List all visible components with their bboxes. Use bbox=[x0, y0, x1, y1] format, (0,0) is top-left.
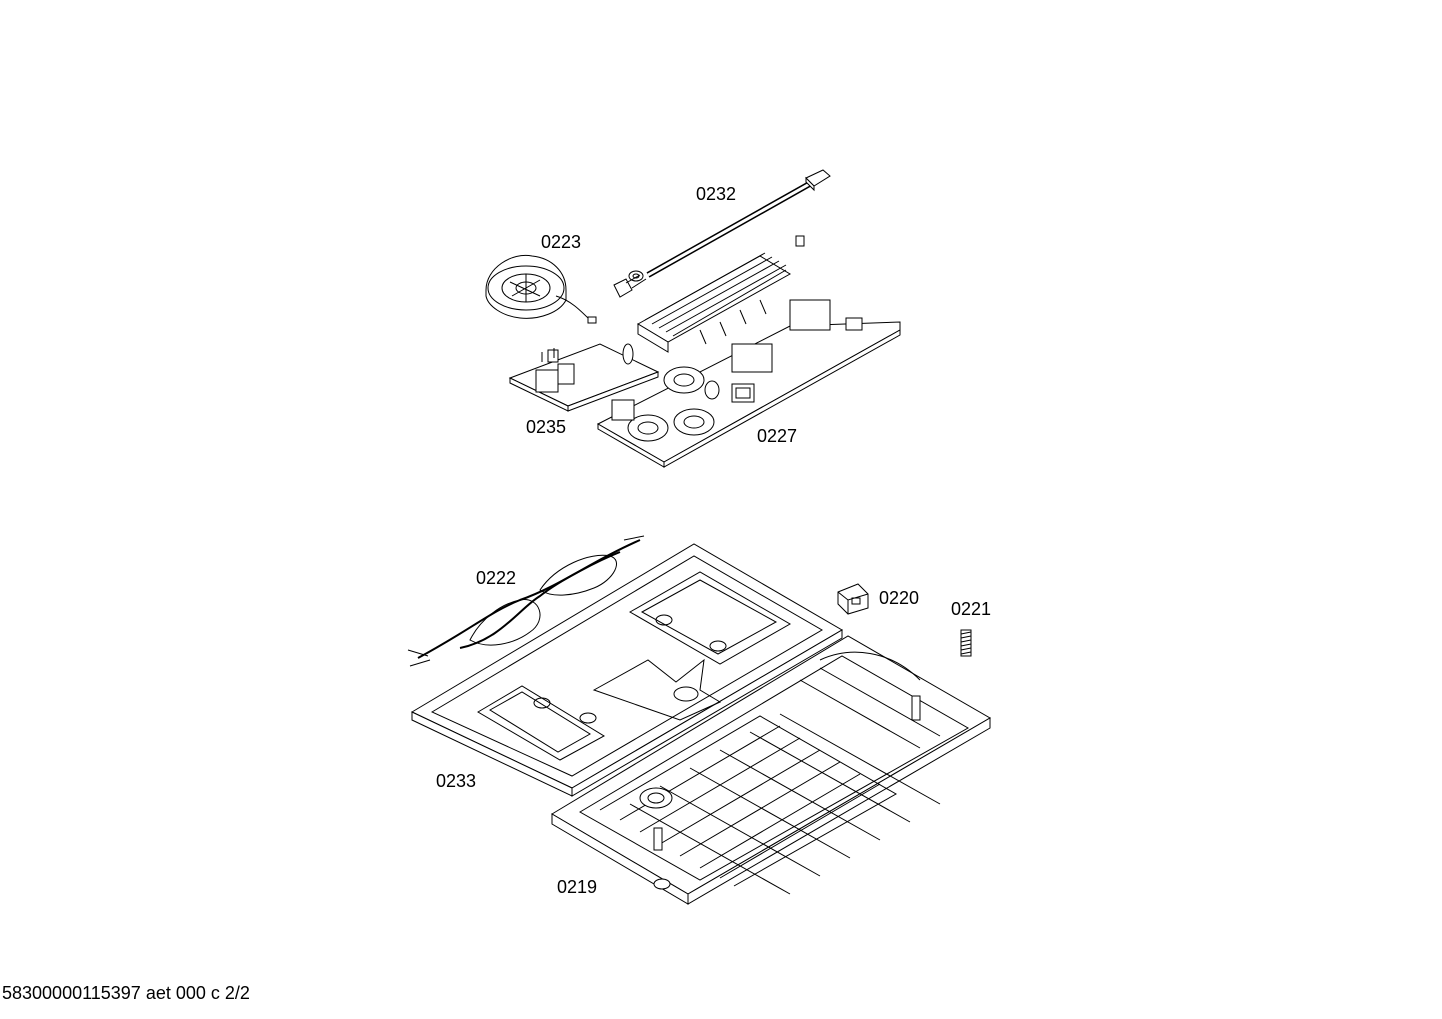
part-0221-spring bbox=[961, 630, 971, 656]
part-0235-relay-board bbox=[510, 344, 658, 411]
part-0232-cable bbox=[614, 170, 830, 297]
part-label-0219: 0219 bbox=[557, 877, 598, 897]
part-label-0232: 0232 bbox=[696, 184, 737, 204]
part-0219-housing bbox=[552, 636, 990, 904]
part-0227-main-pcb bbox=[598, 236, 900, 467]
part-label-0221: 0221 bbox=[951, 599, 992, 619]
drawing-id: 58300000115397 aet 000 c 2/2 bbox=[2, 983, 250, 1003]
part-label-0220: 0220 bbox=[879, 588, 920, 608]
part-label-0223: 0223 bbox=[541, 232, 582, 252]
part-0222-wire bbox=[408, 536, 644, 666]
part-label-0233: 0233 bbox=[436, 771, 477, 791]
part-0233-cover-plate bbox=[412, 544, 842, 796]
part-0220-clip bbox=[838, 584, 868, 614]
part-label-0222: 0222 bbox=[476, 568, 517, 588]
part-label-0235: 0235 bbox=[526, 417, 567, 437]
part-label-0227: 0227 bbox=[757, 426, 798, 446]
part-0223-fan bbox=[486, 255, 596, 323]
